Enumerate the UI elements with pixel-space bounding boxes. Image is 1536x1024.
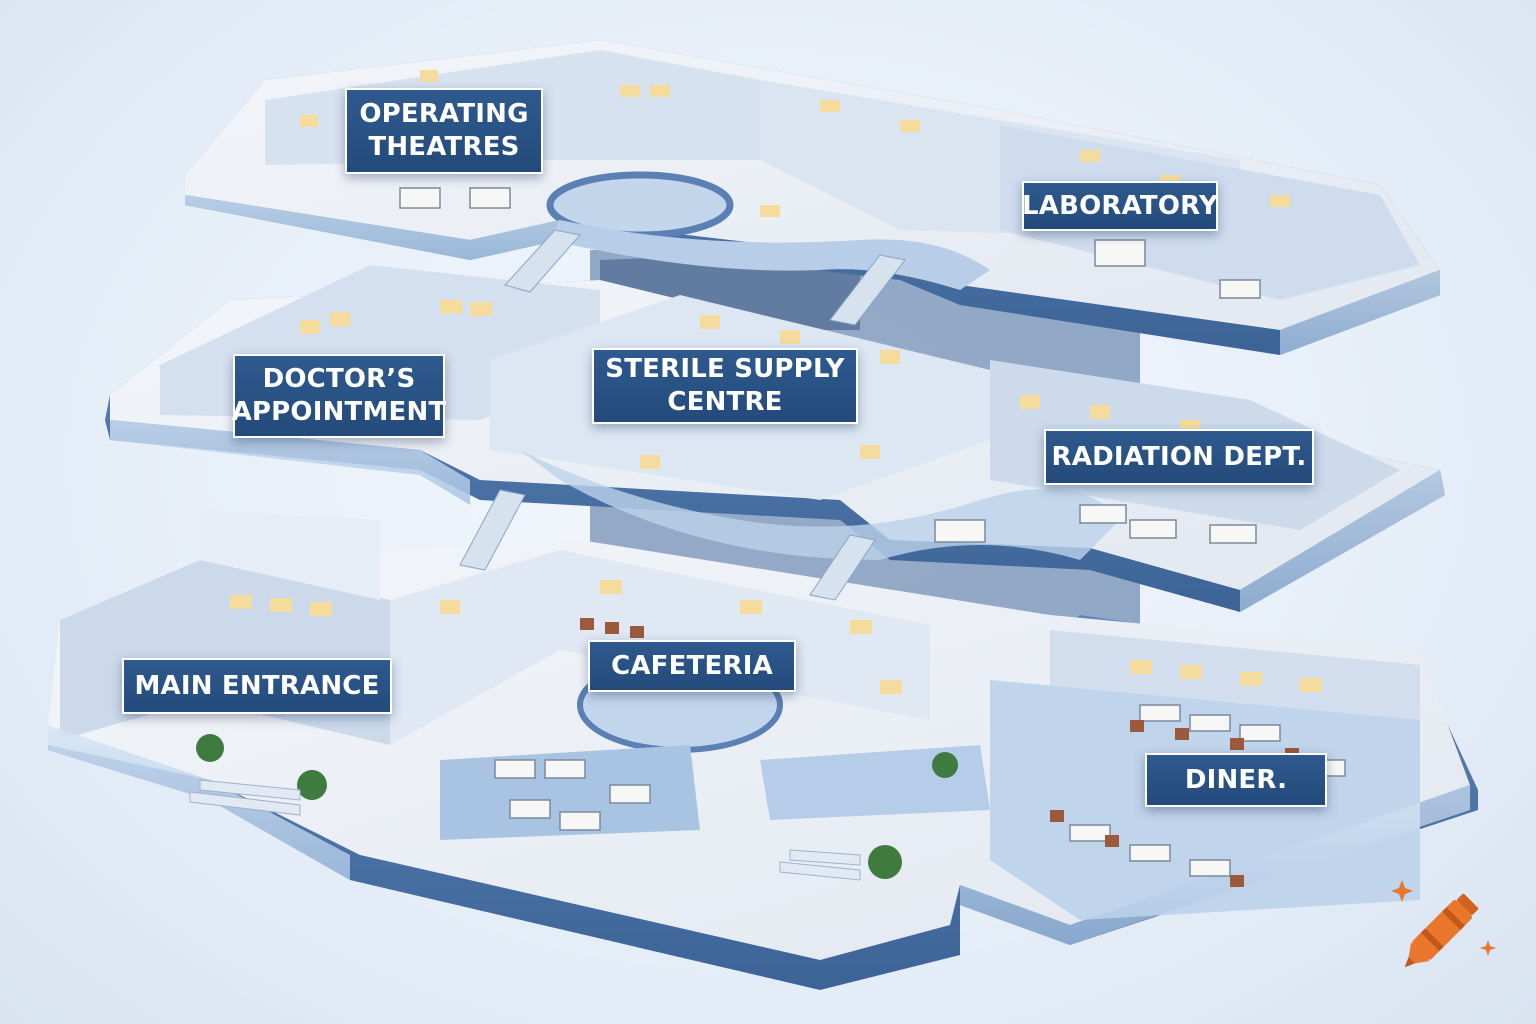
label-sterile-supply-centre: Sterile SupplyCentre [592, 348, 858, 424]
staircase [504, 229, 906, 326]
label-operating-theatres: OperatingTheatres [345, 88, 543, 174]
crayon-icon [1391, 880, 1496, 968]
label-radiation-dept: Radiation Dept. [1044, 429, 1314, 485]
staircase [459, 489, 876, 601]
label-main-entrance: Main Entrance [122, 658, 392, 714]
label-diner: Diner. [1145, 753, 1327, 807]
label-doctors-appointment: Doctor’sAppointment [232, 354, 446, 438]
label-cafeteria: Cafeteria [588, 640, 796, 692]
label-laboratory: Laboratory [1022, 181, 1218, 231]
